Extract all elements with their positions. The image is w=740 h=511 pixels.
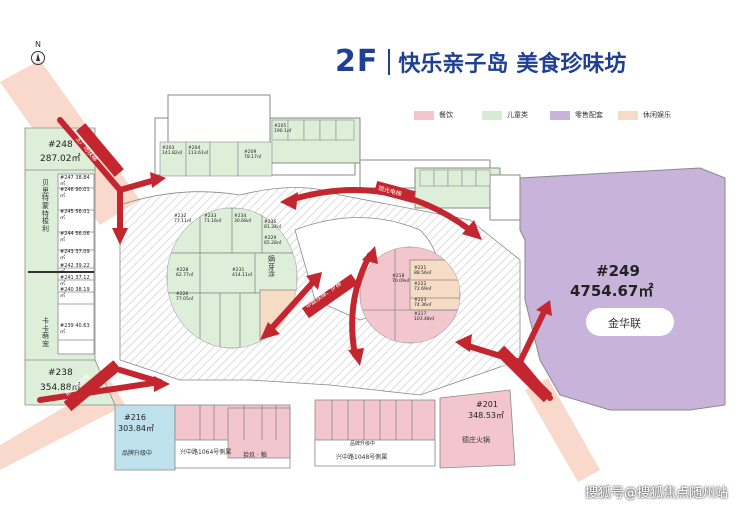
title-name-1: 快乐亲子岛 [398, 52, 509, 77]
unit-247: #247 38.84㎡ [60, 175, 90, 187]
unit-245: #245 56.01㎡ [60, 209, 90, 221]
unit-216-area: 303.84㎡ [118, 424, 154, 433]
unit-238-area: 354.88㎡ [40, 383, 81, 393]
title-divider [388, 49, 391, 75]
unit-239: #239 40.63㎡ [60, 323, 90, 335]
title-name-2: 美食珍味坊 [516, 52, 627, 77]
unit-249-tenant: 金华联 [608, 317, 641, 330]
legend-label: 零售配套 [575, 111, 603, 119]
unit-244: #244 56.06㎡ [60, 231, 90, 243]
unit-242: #242 39.22㎡ [60, 263, 90, 275]
legend: 餐饮 儿童类 零售配套 休闲娱乐 [414, 110, 686, 120]
unit-243: #243 37.09㎡ [60, 249, 90, 261]
tenant-kaka: 卡卡萌宠 [42, 317, 49, 349]
unit-240: #240 38.19㎡ [60, 287, 90, 299]
unit-248-area: 287.02㎡ [40, 154, 81, 164]
legend-item-leisure: 休闲娱乐 [618, 110, 686, 120]
page-title: 2F 快乐亲子岛美食珍味坊 [335, 44, 626, 79]
legend-item-food: 餐饮 [414, 110, 482, 120]
unit-216-id: #216 [124, 413, 146, 422]
legend-label: 餐饮 [439, 111, 453, 119]
unit-249-shape [519, 167, 726, 411]
floor-number: 2F [335, 44, 379, 79]
label-shiqiu: 拾玖 · 釉 [243, 452, 267, 459]
arrow-heads [112, 172, 552, 392]
label-upgrade: 品牌升级中 [350, 441, 376, 447]
unit-249-id: #249 [596, 262, 640, 280]
unit-201-id: #201 [476, 400, 498, 409]
legend-item-retail: 零售配套 [550, 110, 618, 120]
legend-swatch [618, 110, 638, 120]
legend-swatch [414, 110, 434, 120]
unit-249-area: 4754.67㎡ [570, 282, 654, 300]
label-xingzhong-1064: 兴中路1064号侧属 [180, 449, 232, 456]
unit-248-id: #248 [48, 140, 73, 150]
label-xingzhong-1048: 兴中路1048号侧属 [336, 454, 388, 461]
bottom-blocks [114, 389, 516, 471]
unit-201-tenant: 德庄火锅 [462, 436, 490, 444]
island-left-tenant: 嫡芽涂 [268, 255, 275, 279]
escalator-labels [63, 123, 553, 412]
unit-216-note: 品牌升级中 [122, 450, 153, 457]
legend-label: 儿童类 [507, 111, 528, 119]
top-units-grid [159, 119, 491, 187]
legend-item-kids: 儿童类 [482, 110, 550, 120]
watermark: 搜狐号@搜狐焦点随州站 [584, 486, 728, 501]
unit-238-id: #238 [48, 368, 73, 378]
left-units: #247 38.84㎡ #246 90.01㎡ #245 56.01㎡ #244… [60, 175, 94, 336]
north-label: N [35, 40, 41, 49]
tenant-montessori: 贝思特蒙特梭利 [42, 179, 49, 234]
legend-swatch [550, 110, 570, 120]
unit-246: #246 90.01㎡ [60, 187, 90, 199]
unit-241: #241 37.12㎡ [60, 275, 90, 287]
legend-swatch [482, 110, 502, 120]
compass-icon [31, 51, 45, 65]
island-right [359, 246, 461, 344]
legend-label: 休闲娱乐 [643, 111, 671, 119]
unit-201-area: 348.53㎡ [468, 411, 504, 420]
north-compass: N [27, 40, 49, 65]
